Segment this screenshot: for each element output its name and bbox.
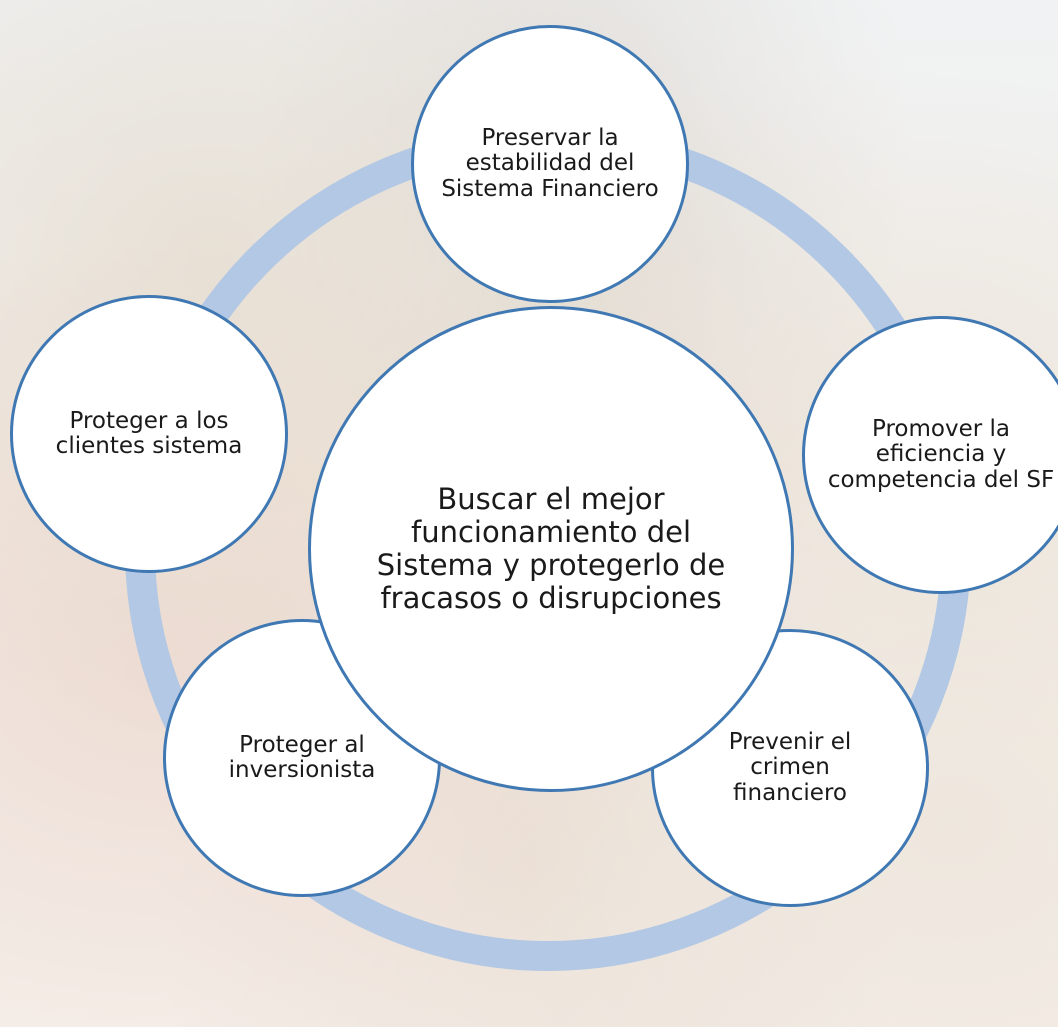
node-label: Proteger a los clientes sistema	[55, 407, 243, 459]
node-proteger-clientes: Proteger a los clientes sistema	[10, 295, 288, 573]
node-preservar-estabilidad: Preservar la estabilidad del Sistema Fin…	[411, 25, 689, 303]
node-label: Prevenir el crimen financiero	[728, 729, 852, 806]
node-promover-eficiencia: Promover la eficiencia y competencia del…	[802, 316, 1058, 594]
node-proteger-inversionista: Proteger al inversionista	[163, 619, 441, 897]
node-label: Promover la eficiencia y competencia del…	[827, 416, 1055, 493]
node-label: Preservar la estabilidad del Sistema Fin…	[441, 125, 659, 202]
node-label: Proteger al inversionista	[228, 731, 376, 783]
center-node: Buscar el mejor funcionamiento del Siste…	[308, 306, 794, 792]
center-label: Buscar el mejor funcionamiento del Siste…	[376, 481, 726, 616]
